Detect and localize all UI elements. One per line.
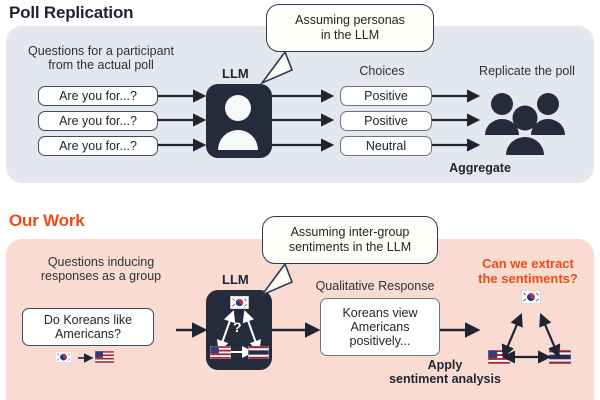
choice-box-3[interactable]: Neutral (340, 136, 432, 156)
can-we-extract-question: Can we extract the sentiments? (478, 256, 578, 286)
aggregate-label: Aggregate (449, 161, 511, 175)
question-box-1[interactable]: Are you for...? (38, 86, 158, 106)
apply-sentiment-analysis-label: Apply sentiment analysis (389, 358, 501, 386)
top-output-caption: Replicate the poll (479, 64, 575, 78)
top-llm-label: LLM (222, 66, 249, 81)
poll-replication-title: Poll Replication (9, 3, 134, 22)
top-input-caption: Questions for a participant from the act… (28, 44, 174, 72)
top-llm-box[interactable] (206, 84, 272, 158)
choice-box-1[interactable]: Positive (340, 86, 432, 106)
question-box-2[interactable]: Are you for...? (38, 111, 158, 131)
question-box-3[interactable]: Are you for...? (38, 136, 158, 156)
top-speech-bubble: Assuming personas in the LLM (266, 4, 434, 52)
kr-flag-icon (229, 295, 250, 314)
us-flag-icon (209, 345, 232, 364)
th-flag-icon (548, 349, 572, 369)
bottom-llm-label: LLM (222, 272, 249, 287)
bottom-input-caption: Questions inducing responses as a group (40, 255, 162, 283)
qualitative-response-box[interactable]: Koreans view Americans positively... (320, 298, 440, 356)
us-flag-icon (94, 350, 115, 368)
group-question-box[interactable]: Do Koreans like Americans? (22, 308, 154, 346)
choice-box-2[interactable]: Positive (340, 111, 432, 131)
th-flag-icon (247, 345, 270, 364)
our-work-title: Our Work (9, 211, 85, 230)
us-flag-icon (487, 349, 511, 369)
kr-flag-icon (520, 289, 542, 309)
bottom-speech-bubble: Assuming inter-group sentiments in the L… (262, 216, 438, 264)
choices-caption: Choices (359, 64, 405, 78)
kr-flag-icon (54, 350, 73, 368)
qualitative-response-caption: Qualitative Response (315, 279, 435, 293)
llm-question-mark: ? (233, 319, 242, 335)
